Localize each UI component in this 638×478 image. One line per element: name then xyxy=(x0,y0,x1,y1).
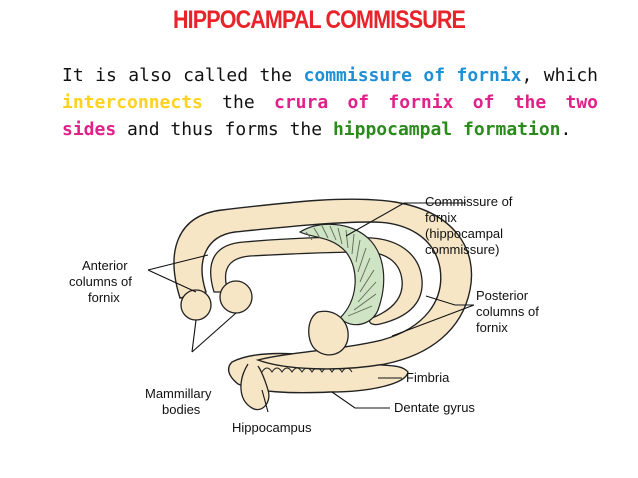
commissure-label-line3: (hippocampal xyxy=(425,226,503,241)
mammillary-body-left xyxy=(180,289,212,321)
highlight-crura-of-fornix: crura of fornix of the two sides xyxy=(62,92,598,140)
posterior-label-line1: Posterior xyxy=(476,288,529,303)
fimbria-label: Fimbria xyxy=(406,370,450,385)
hippocampus-label: Hippocampus xyxy=(232,420,312,435)
commissure-label-line4: commissure) xyxy=(425,242,499,257)
commissure-label-line1: Commissure of xyxy=(425,194,513,209)
mammillary-label-line1: Mammillary xyxy=(145,386,212,401)
highlight-interconnects: interconnects xyxy=(62,92,203,113)
anterior-label-line1: Anterior xyxy=(82,258,128,273)
posterior-label-line2: columns of xyxy=(476,304,539,319)
highlight-commissure-of-fornix: commissure of fornix xyxy=(303,65,522,86)
commissure-striations xyxy=(305,225,377,317)
description-paragraph: It is also called the commissure of forn… xyxy=(62,62,598,143)
dentate-gyrus-label: Dentate gyrus xyxy=(394,400,475,415)
text-segment: and thus forms the xyxy=(116,119,333,140)
text-segment: , which xyxy=(521,65,598,86)
hippocampus-tail xyxy=(240,363,270,411)
commissure-label-line2: fornix xyxy=(425,210,457,225)
leader-lines xyxy=(147,202,475,413)
commissure-band xyxy=(298,223,385,326)
anterior-label-line2: columns of xyxy=(69,274,132,289)
text-segment: the xyxy=(202,92,274,113)
anterior-label-line3: fornix xyxy=(88,290,120,305)
mammillary-body-right xyxy=(219,280,253,314)
posterior-label-line3: fornix xyxy=(476,320,508,335)
mammillary-label-line2: bodies xyxy=(162,402,201,417)
page-title: HIPPOCAMPAL COMMISSURE xyxy=(172,6,466,34)
fornix-outer-body xyxy=(173,198,473,370)
posterior-fornix-end xyxy=(308,310,349,356)
highlight-hippocampal-formation: hippocampal formation xyxy=(332,119,561,140)
text-segment: It is also called the xyxy=(62,65,304,86)
text-segment: . xyxy=(560,119,572,140)
fornix-inner-arch xyxy=(210,236,423,326)
